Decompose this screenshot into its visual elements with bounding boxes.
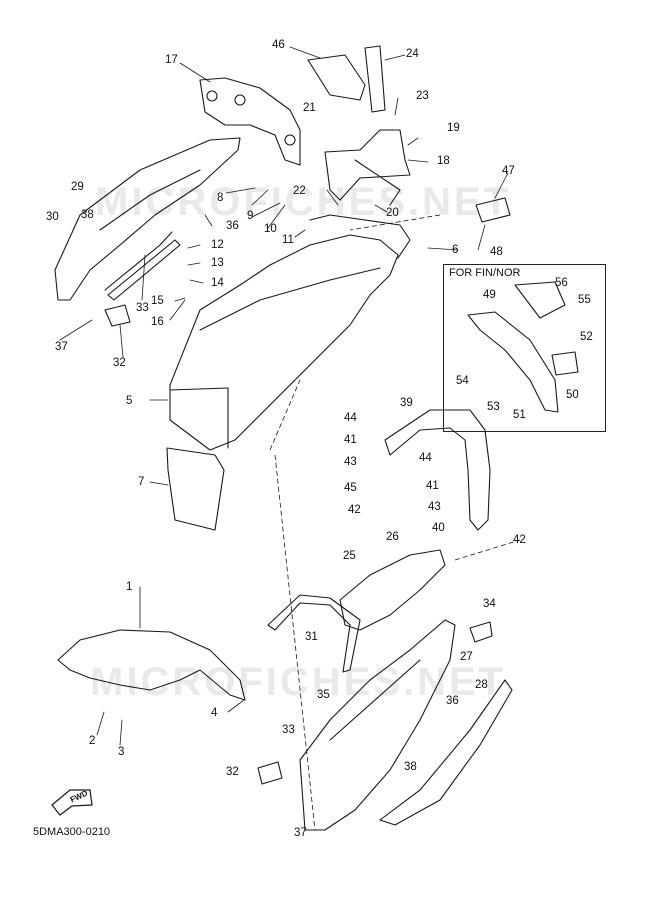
part-46-pad <box>307 54 366 101</box>
diagram-code: 5DMA300-0210 <box>33 826 111 838</box>
label-19: 19 <box>447 122 460 134</box>
label-22: 22 <box>293 185 306 197</box>
label-42b: 42 <box>513 534 526 546</box>
label-25: 25 <box>343 550 356 562</box>
label-43b: 43 <box>428 501 441 513</box>
part-24-stay <box>364 45 386 113</box>
label-44a: 44 <box>344 412 357 424</box>
label-32b: 32 <box>226 766 239 778</box>
label-39: 39 <box>400 397 413 409</box>
part-18-bracket <box>324 129 411 201</box>
part-27-side-cover <box>299 619 456 831</box>
part-47-reflector <box>475 197 511 223</box>
label-11: 11 <box>282 234 294 246</box>
label-36a: 36 <box>226 220 239 232</box>
label-14: 14 <box>211 277 224 289</box>
part-5-rear-fender <box>169 234 399 451</box>
part-56-plate <box>514 281 566 319</box>
label-16: 16 <box>151 316 164 328</box>
label-36b: 36 <box>446 695 459 707</box>
label-44b: 44 <box>419 452 432 464</box>
label-10: 10 <box>264 223 277 235</box>
part-7-flap <box>166 447 225 531</box>
part-49-flap <box>467 311 559 413</box>
label-13: 13 <box>211 257 224 269</box>
label-52: 52 <box>580 331 593 343</box>
part-33-strip <box>107 239 181 301</box>
label-48: 48 <box>490 246 503 258</box>
label-15: 15 <box>151 295 164 307</box>
label-17: 17 <box>165 54 178 66</box>
label-9: 9 <box>247 210 254 222</box>
part-17-bracket <box>199 77 301 166</box>
label-53: 53 <box>487 401 500 413</box>
label-28: 28 <box>475 679 488 691</box>
watermark-top: MICROFICHES.NET <box>95 180 512 224</box>
watermark-bottom: MICROFICHES.NET <box>90 660 507 704</box>
label-41b: 41 <box>426 480 439 492</box>
label-54: 54 <box>456 375 469 387</box>
label-46: 46 <box>272 39 285 51</box>
label-30: 30 <box>46 211 59 223</box>
part-50-reflector <box>551 351 579 376</box>
part-28-molding <box>379 679 513 826</box>
label-3: 3 <box>118 746 125 758</box>
label-41a: 41 <box>344 434 357 446</box>
fwd-arrow-icon <box>51 789 93 816</box>
label-7: 7 <box>138 476 145 488</box>
label-12: 12 <box>211 239 224 251</box>
label-31: 31 <box>305 631 318 643</box>
label-27: 27 <box>460 651 473 663</box>
inset-title: FOR FIN/NOR <box>449 267 521 279</box>
label-33a: 33 <box>136 302 149 314</box>
label-24: 24 <box>406 48 419 60</box>
part-32-pad-upper <box>104 304 131 327</box>
label-55: 55 <box>578 294 591 306</box>
label-42a: 42 <box>348 504 361 516</box>
part-1-front-fender <box>57 629 246 701</box>
label-45: 45 <box>344 482 357 494</box>
part-34-pad <box>469 621 493 643</box>
label-21: 21 <box>303 102 316 114</box>
label-29: 29 <box>71 181 84 193</box>
label-40: 40 <box>432 522 445 534</box>
label-37b: 37 <box>294 827 307 839</box>
part-25-seat-base <box>339 549 446 631</box>
label-43a: 43 <box>344 456 357 468</box>
part-31-handle <box>267 594 361 673</box>
label-50: 50 <box>566 389 579 401</box>
label-1: 1 <box>126 581 133 593</box>
label-18: 18 <box>437 155 450 167</box>
label-56: 56 <box>555 277 568 289</box>
label-49: 49 <box>483 289 496 301</box>
label-37a: 37 <box>55 341 68 353</box>
label-5: 5 <box>126 395 133 407</box>
part-39-grab-bar <box>384 409 491 531</box>
label-35: 35 <box>317 689 330 701</box>
inset-box <box>443 264 606 432</box>
label-6: 6 <box>452 244 459 256</box>
label-23: 23 <box>416 90 429 102</box>
label-4: 4 <box>211 707 218 719</box>
label-34: 34 <box>483 598 496 610</box>
label-32a: 32 <box>113 357 126 369</box>
label-33b: 33 <box>282 724 295 736</box>
label-38a: 38 <box>81 209 94 221</box>
part-32-pad-lower <box>257 761 283 785</box>
label-47: 47 <box>502 165 515 177</box>
label-8: 8 <box>217 192 224 204</box>
label-38b: 38 <box>404 761 417 773</box>
label-20: 20 <box>386 207 399 219</box>
label-2: 2 <box>89 735 96 747</box>
label-51: 51 <box>513 409 526 421</box>
part-29-side-cover <box>54 137 241 301</box>
label-26: 26 <box>386 531 399 543</box>
